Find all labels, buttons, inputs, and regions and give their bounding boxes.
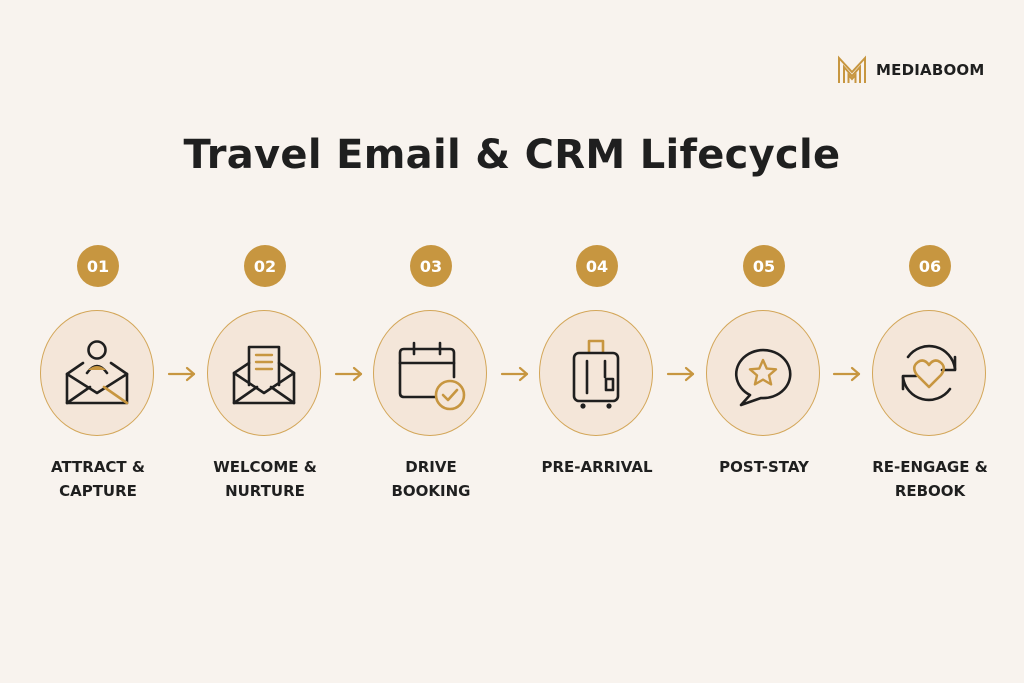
arrow-right-icon <box>167 366 197 382</box>
step-drive-booking: 03 DRIVE BOOKING <box>351 0 511 683</box>
step-number-badge: 02 <box>244 245 286 287</box>
step-icon-circle <box>207 310 321 436</box>
step-label: POST-STAY <box>719 458 809 476</box>
brand-name: MEDIABOOM <box>876 61 985 79</box>
suitcase-icon <box>572 339 620 409</box>
mediaboom-m-logo-icon <box>838 55 866 83</box>
step-number-badge: 06 <box>909 245 951 287</box>
step-number-badge: 04 <box>576 245 618 287</box>
arrow-right-icon <box>334 366 364 382</box>
step-label: RE-ENGAGE & REBOOK <box>872 458 988 500</box>
speech-bubble-star-icon <box>734 348 792 407</box>
step-label: WELCOME & NURTURE <box>213 458 317 500</box>
arrow-right-icon <box>500 366 530 382</box>
step-number-badge: 01 <box>77 245 119 287</box>
step-label: DRIVE BOOKING <box>391 458 471 500</box>
step-label: PRE-ARRIVAL <box>541 458 653 476</box>
step-icon-circle <box>539 310 653 436</box>
step-icon-circle <box>706 310 820 436</box>
step-re-engage-rebook: 06 RE-ENGAGE & REBOOK <box>850 0 1010 683</box>
arrow-right-icon <box>832 366 862 382</box>
heart-refresh-icon <box>901 344 957 402</box>
step-welcome-nurture: 02 WELCOME & NURTURE <box>185 0 345 683</box>
step-icon-circle <box>872 310 986 436</box>
calendar-check-icon <box>398 341 466 411</box>
step-icon-circle <box>373 310 487 436</box>
step-pre-arrival: 04 PRE-ARRIVAL <box>517 0 677 683</box>
step-number-badge: 05 <box>743 245 785 287</box>
step-attract-capture: 01 ATTRACT & CAPTURE <box>18 0 178 683</box>
step-number-badge: 03 <box>410 245 452 287</box>
arrow-right-icon <box>666 366 696 382</box>
brand-logo: MEDIABOOM <box>836 54 984 86</box>
step-post-stay: 05 POST-STAY <box>684 0 844 683</box>
envelope-person-icon <box>65 340 129 405</box>
open-envelope-letter-icon <box>232 345 296 405</box>
step-icon-circle <box>40 310 154 436</box>
step-label: ATTRACT & CAPTURE <box>51 458 145 500</box>
page-title: Travel Email & CRM Lifecycle <box>183 132 841 178</box>
